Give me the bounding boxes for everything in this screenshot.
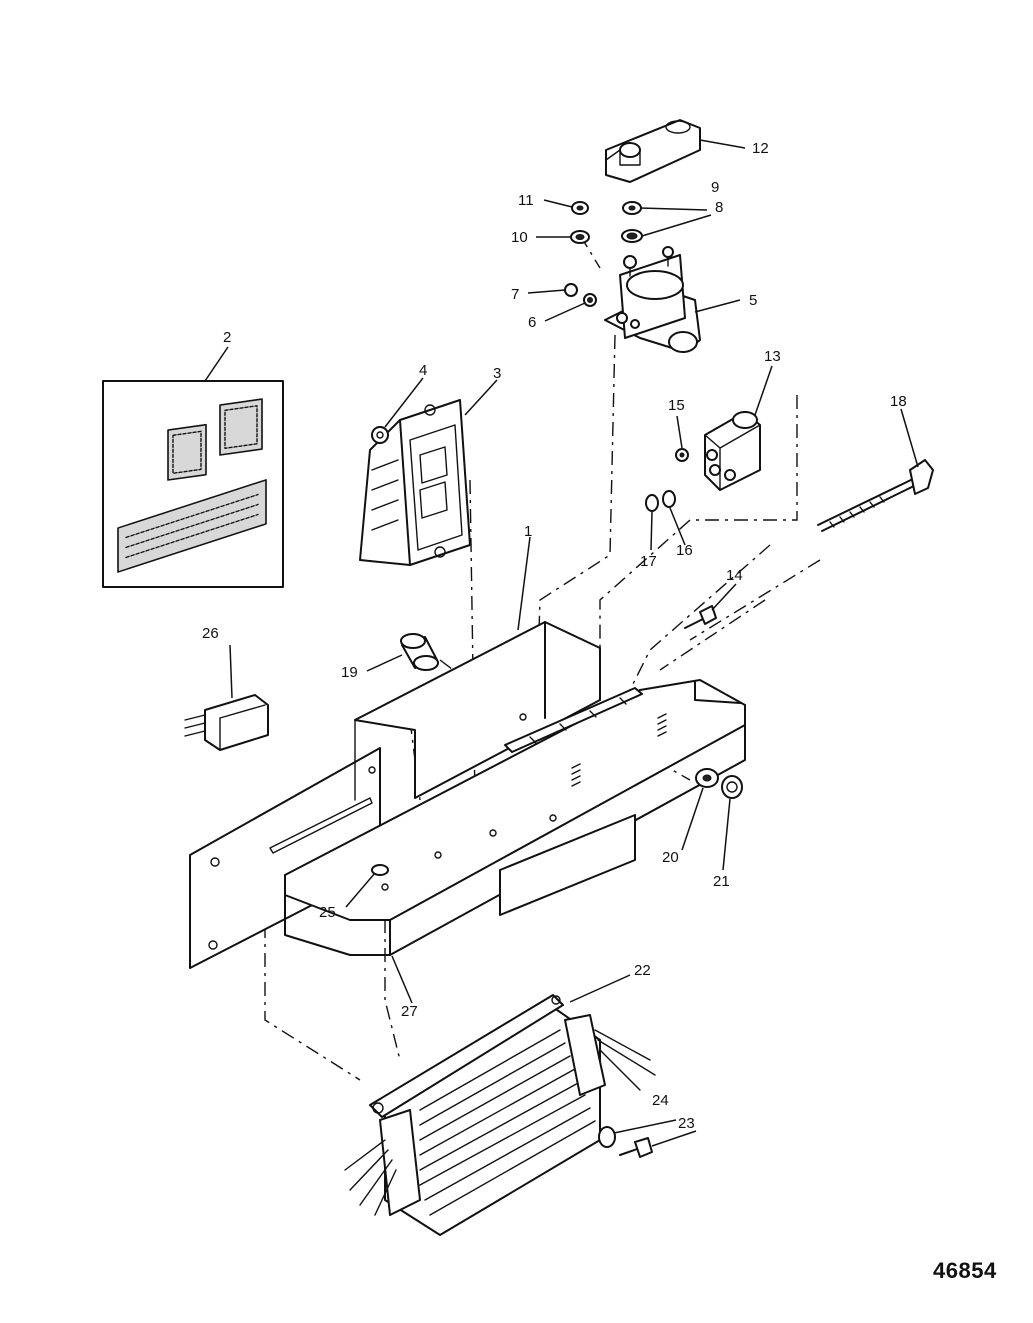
part-labels: 1 2 3 4 5 6 7 8 9 10 11 12 13 14 15 16 1… <box>202 140 907 1132</box>
hardware-20-21 <box>695 768 743 799</box>
label-12: 12 <box>752 140 769 157</box>
regulator-plate <box>359 399 471 566</box>
label-22: 22 <box>634 962 651 979</box>
label-19: 19 <box>341 664 358 681</box>
long-bolt <box>817 459 934 532</box>
screw-14 <box>684 605 717 629</box>
mounting-tray <box>189 621 746 969</box>
hardware-15-16-17 <box>645 448 689 512</box>
label-9: 9 <box>711 179 719 196</box>
hardware-23-24 <box>598 1126 653 1158</box>
label-7: 7 <box>511 286 519 303</box>
terminal-cover-bracket <box>605 119 701 183</box>
circuit-breaker <box>704 411 761 491</box>
label-4: 4 <box>419 362 427 379</box>
label-5: 5 <box>749 292 757 309</box>
solenoid <box>604 246 701 353</box>
label-6: 6 <box>528 314 536 331</box>
connector-26 <box>184 694 269 751</box>
leader-lines <box>204 139 919 1147</box>
label-20: 20 <box>662 849 679 866</box>
figure-number: 46854 <box>933 1258 997 1283</box>
label-21: 21 <box>713 873 730 890</box>
label-1: 1 <box>524 523 532 540</box>
label-15: 15 <box>668 397 685 414</box>
label-17: 17 <box>640 553 657 570</box>
nut-4 <box>371 426 389 444</box>
washer-25 <box>371 864 389 876</box>
label-13: 13 <box>764 348 781 365</box>
decal-set <box>102 380 284 588</box>
label-25: 25 <box>319 904 336 921</box>
label-10: 10 <box>511 229 528 246</box>
label-3: 3 <box>493 365 501 382</box>
label-27: 27 <box>401 1003 418 1020</box>
label-8: 8 <box>715 199 723 216</box>
label-26: 26 <box>202 625 219 642</box>
label-2: 2 <box>223 329 231 346</box>
label-18: 18 <box>890 393 907 410</box>
small-hardware <box>564 201 643 307</box>
spacer-19 <box>400 633 439 671</box>
label-24: 24 <box>652 1092 669 1109</box>
label-16: 16 <box>676 542 693 559</box>
ecm-module <box>344 994 656 1236</box>
label-11: 11 <box>518 192 534 209</box>
label-14: 14 <box>726 567 743 584</box>
label-23: 23 <box>678 1115 695 1132</box>
